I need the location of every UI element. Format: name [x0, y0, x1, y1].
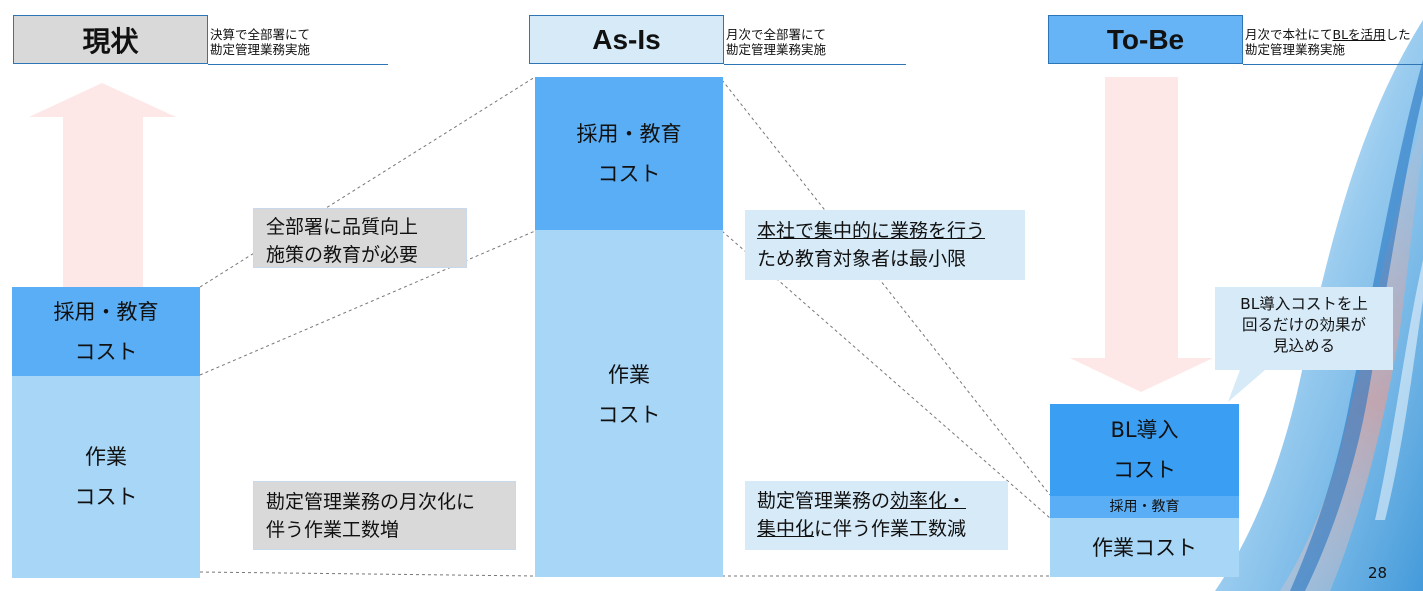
- tobe-recruit-cost: 採用・教育: [1050, 496, 1239, 518]
- connector-line: [199, 571, 536, 577]
- note-text-underlined: BLを活用: [1332, 27, 1386, 42]
- callout-efficiency: 勘定管理業務の効率化・ 集中化に伴う作業工数減: [745, 481, 1008, 550]
- note-line: 勘定管理業務実施: [210, 42, 311, 57]
- note-line: 月次で全部署にて: [726, 27, 827, 42]
- header-underline: [208, 64, 388, 65]
- header-current-title: 現状: [82, 25, 139, 57]
- callout-text: 見込める: [1272, 337, 1335, 355]
- header-current: 現状: [13, 15, 208, 64]
- up-arrow-icon: [29, 83, 176, 287]
- block-label: コスト: [597, 402, 661, 427]
- callout-text: 回るだけの効果が: [1241, 316, 1366, 334]
- callout-text-part: 勘定管理業務の: [757, 490, 891, 512]
- note-line: 月次で本社にてBLを活用した: [1245, 27, 1411, 42]
- callout-monthly: 勘定管理業務の月次化に 伴う作業工数増: [253, 481, 516, 550]
- header-tobe-note: 月次で本社にてBLを活用した 勘定管理業務実施: [1245, 27, 1411, 57]
- header-asis-title: As-Is: [592, 23, 661, 55]
- connector-line: [199, 230, 536, 376]
- callout-text: BL導入コストを上: [1240, 295, 1368, 313]
- callout-text: 伴う作業工数増: [266, 519, 400, 541]
- header-underline: [724, 64, 906, 65]
- block-label: 採用・教育: [576, 121, 682, 146]
- block-label: 採用・教育: [53, 299, 159, 324]
- callout-text: 施策の教育が必要: [266, 244, 419, 266]
- note-text: 月次で本社にて: [1245, 27, 1333, 42]
- block-label: 採用・教育: [1109, 499, 1180, 515]
- callout-hq: 本社で集中的に業務を行う ため教育対象者は最小限: [745, 210, 1025, 280]
- block-label: BL導入: [1110, 418, 1179, 442]
- block-label: 作業: [85, 445, 127, 469]
- page-number: 28: [1368, 564, 1388, 582]
- header-tobe: To-Be: [1048, 15, 1243, 64]
- header-asis-note: 月次で全部署にて 勘定管理業務実施: [726, 27, 826, 57]
- current-work-cost: 作業 コスト: [12, 376, 200, 578]
- callout-text-underlined: 集中化: [757, 518, 815, 540]
- header-underline: [1243, 64, 1423, 65]
- callout-text: 勘定管理業務の効率化・: [757, 487, 996, 515]
- asis-recruit-cost: 採用・教育 コスト: [535, 77, 723, 230]
- note-text: した: [1385, 27, 1411, 42]
- callout-text: ため教育対象者は最小限: [757, 248, 967, 270]
- note-line: 勘定管理業務実施: [1245, 42, 1346, 57]
- block-label: コスト: [74, 485, 138, 509]
- block-label: コスト: [597, 161, 661, 186]
- header-current-note: 決算で全部署にて 勘定管理業務実施: [210, 27, 310, 57]
- tobe-bl-cost: BL導入 コスト: [1050, 404, 1239, 496]
- header-asis: As-Is: [529, 15, 724, 64]
- callout-text: 本社で集中的に業務を行う: [757, 220, 986, 242]
- block-label: 作業: [608, 362, 650, 387]
- tobe-work-cost: 作業コスト: [1050, 518, 1239, 577]
- down-arrow-icon: [1070, 77, 1213, 392]
- callout-text-part: に伴う作業工数減: [814, 518, 967, 540]
- callout-text: 集中化に伴う作業工数減: [757, 515, 996, 543]
- note-line: 決算で全部署にて: [210, 27, 311, 42]
- asis-work-cost: 作業 コスト: [535, 230, 723, 577]
- callout-quality: 全部署に品質向上 施策の教育が必要: [253, 208, 467, 268]
- callout-text-underlined: 効率化・: [890, 490, 967, 512]
- block-label: 作業コスト: [1092, 535, 1197, 560]
- current-recruit-cost: 採用・教育 コスト: [12, 287, 200, 376]
- callout-text: 全部署に品質向上: [266, 216, 419, 238]
- callout-text: 勘定管理業務の月次化に: [266, 491, 476, 513]
- header-tobe-title: To-Be: [1106, 23, 1185, 55]
- block-label: コスト: [1113, 458, 1176, 482]
- block-label: コスト: [74, 339, 138, 364]
- note-line: 勘定管理業務実施: [726, 42, 827, 57]
- callout-bl-effect: BL導入コストを上 回るだけの効果が 見込める: [1215, 294, 1393, 357]
- connector-line: [721, 79, 1051, 496]
